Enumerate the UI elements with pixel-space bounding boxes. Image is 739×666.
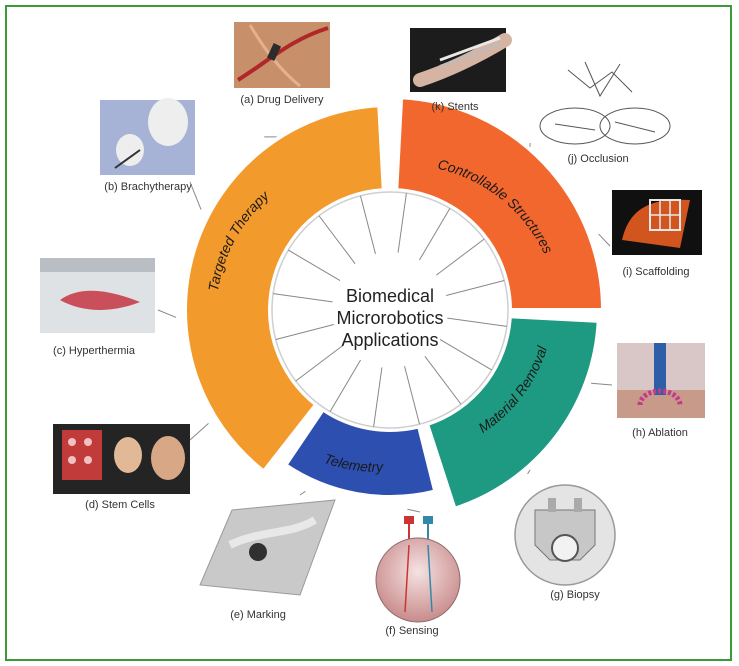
application-scaffolding: (i) Scaffolding — [612, 190, 702, 278]
caption-sensing: (f) Sensing — [385, 625, 438, 637]
connector-line — [528, 470, 530, 474]
connector-line — [599, 234, 610, 246]
stem-cells-image — [53, 424, 190, 494]
biopsy-device-image — [515, 485, 615, 585]
caption-hyperthermia: (c) Hyperthermia — [53, 345, 136, 357]
ablation-image — [617, 343, 705, 418]
marking-xray-image — [200, 500, 335, 595]
center-title-line1: Biomedical — [346, 286, 434, 306]
drug-delivery-image — [234, 22, 330, 88]
caption-ablation: (h) Ablation — [632, 427, 688, 439]
caption-brachytherapy: (b) Brachytherapy — [104, 181, 192, 193]
application-sensing: (f) Sensing — [376, 516, 460, 637]
application-hyperthermia: (c) Hyperthermia — [40, 258, 155, 357]
scaffolding-image — [612, 190, 702, 255]
caption-stem-cells: (d) Stem Cells — [85, 499, 155, 511]
caption-drug-delivery: (a) Drug Delivery — [240, 94, 324, 106]
caption-marking: (e) Marking — [230, 609, 286, 621]
connector-line — [407, 509, 420, 512]
application-biopsy: (g) Biopsy — [515, 485, 615, 601]
caption-occlusion: (j) Occlusion — [567, 153, 628, 165]
application-ablation: (h) Ablation — [617, 343, 705, 439]
application-drug-delivery: (a) Drug Delivery — [234, 22, 330, 106]
center-title-line2: Microrobotics — [336, 308, 443, 328]
caption-biopsy: (g) Biopsy — [550, 589, 600, 601]
caption-stents: (k) Stents — [431, 101, 479, 113]
application-marking: (e) Marking — [200, 500, 335, 621]
connector-line — [158, 310, 176, 317]
application-stem-cells: (d) Stem Cells — [53, 424, 190, 511]
hyperthermia-image — [40, 258, 155, 333]
occlusion-sketch — [540, 62, 670, 144]
connector-line — [591, 383, 612, 385]
connector-line — [190, 423, 209, 440]
application-brachytherapy: (b) Brachytherapy — [100, 98, 195, 193]
caption-scaffolding: (i) Scaffolding — [622, 266, 689, 278]
application-occlusion: (j) Occlusion — [540, 62, 670, 165]
stent-image — [410, 28, 506, 92]
brachytherapy-image — [100, 98, 195, 175]
connector-line — [300, 491, 305, 495]
center-title-line3: Applications — [341, 330, 438, 350]
eye-sensing-image — [376, 516, 460, 622]
